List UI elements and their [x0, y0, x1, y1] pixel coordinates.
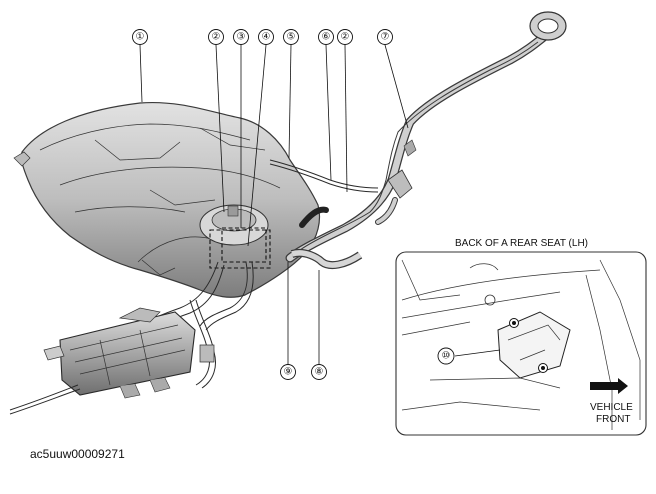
svg-text:⑦: ⑦ [381, 32, 390, 43]
callout-2-right: ② [337, 29, 353, 45]
svg-text:⑨: ⑨ [284, 367, 293, 378]
callout-1: ① [132, 29, 148, 45]
svg-text:⑤: ⑤ [287, 32, 296, 43]
callout-7: ⑦ [377, 29, 393, 45]
filler-pipe [269, 11, 567, 270]
callout-8: ⑧ [311, 364, 327, 380]
svg-text:⑩: ⑩ [442, 351, 451, 362]
svg-text:③: ③ [237, 32, 246, 43]
svg-text:⑥: ⑥ [322, 32, 331, 43]
vehicle-front-arrow-icon [590, 378, 628, 394]
svg-text:①: ① [136, 32, 145, 43]
dashed-area-left [209, 229, 271, 269]
callout-10: ⑩ [437, 347, 455, 365]
svg-text:④: ④ [262, 32, 271, 43]
callout-4: ④ [258, 29, 274, 45]
figure-id: ac5uuw00009271 [30, 447, 125, 461]
callout-9: ⑨ [280, 364, 296, 380]
svg-text:②: ② [341, 32, 350, 43]
svg-text:⑧: ⑧ [315, 367, 324, 378]
callout-6: ⑥ [318, 29, 334, 45]
callout-leaders [139, 44, 409, 364]
dashed-area-right [221, 227, 267, 263]
direction-label-line2: FRONT [596, 414, 630, 425]
direction-label-line1: VEHICLE [590, 402, 633, 413]
callout-3: ③ [233, 29, 249, 45]
evap-canister-assembly [9, 261, 254, 415]
inset-title: BACK OF A REAR SEAT (LH) [455, 238, 588, 249]
fuel-tank [13, 101, 321, 298]
callout-5: ⑤ [283, 29, 299, 45]
inset-detail [395, 251, 647, 436]
callout-2-left: ② [208, 29, 224, 45]
svg-text:②: ② [212, 32, 221, 43]
